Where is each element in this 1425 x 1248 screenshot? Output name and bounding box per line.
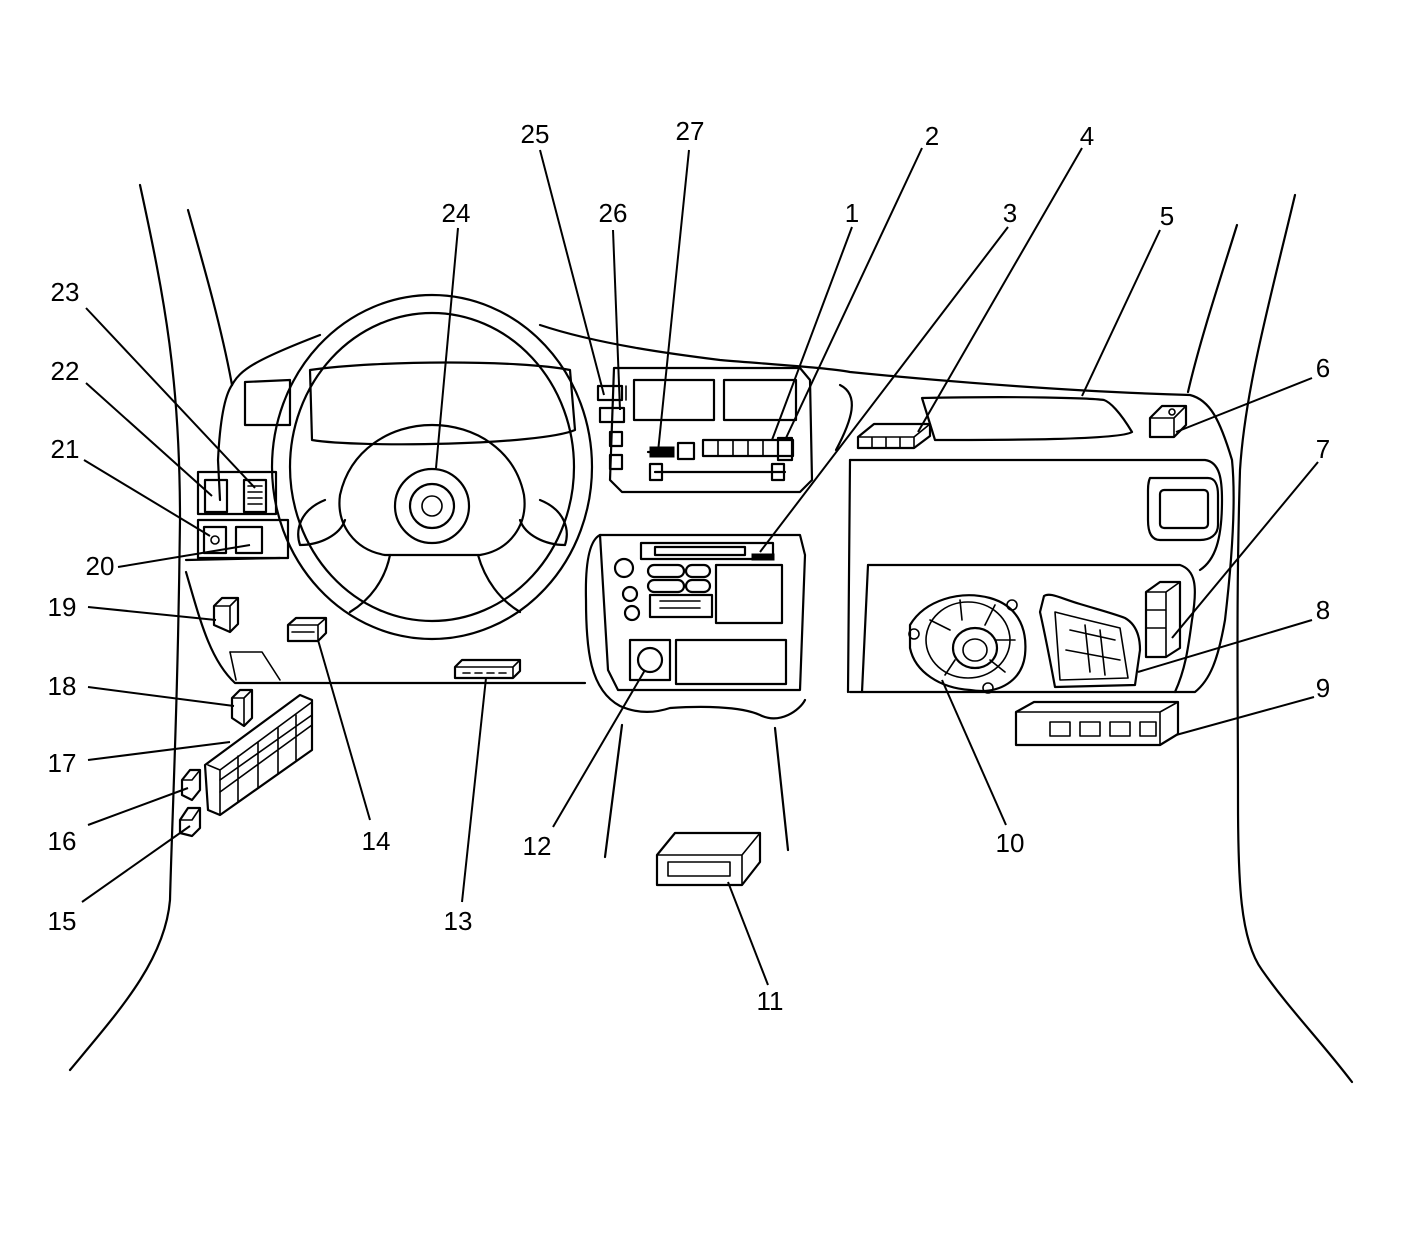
callout-5: 5 [1160, 201, 1174, 231]
callout-26: 26 [599, 198, 628, 228]
callout-27: 27 [676, 116, 705, 146]
component-9-control-module [1014, 700, 1180, 747]
component-11-module [655, 831, 762, 887]
center-stack [584, 366, 814, 720]
callout-23: 23 [51, 277, 80, 307]
steering-wheel [270, 293, 594, 641]
instrument-cluster [243, 361, 577, 446]
right-a-pillar [1186, 193, 1354, 1084]
component-19-relay [212, 596, 240, 634]
component-4-relay-strip [856, 422, 932, 450]
callout-6: 6 [1316, 353, 1330, 383]
callout-13: 13 [444, 906, 473, 936]
component-7-module [1144, 580, 1182, 659]
dashboard-upper-surface [184, 323, 1235, 694]
left-switch-bank [184, 470, 290, 562]
component-14-connector [286, 616, 328, 643]
callout-7: 7 [1316, 434, 1330, 464]
callout-18: 18 [48, 671, 77, 701]
callout-11: 11 [757, 986, 784, 1016]
component-17-fuse-block [203, 693, 314, 817]
callout-2: 2 [925, 121, 939, 151]
center-console [603, 723, 790, 859]
callout-17: 17 [48, 748, 77, 778]
callout-10: 10 [996, 828, 1025, 858]
callout-16: 16 [48, 826, 77, 856]
component-13-connector [453, 658, 522, 680]
callout-19: 19 [48, 592, 77, 622]
callout-12: 12 [523, 831, 552, 861]
component-6-sensor [1148, 404, 1188, 439]
leader-lines [81, 147, 1319, 986]
component-8-hvac-module [1038, 593, 1142, 689]
callout-20: 20 [86, 551, 115, 581]
callout-9: 9 [1316, 673, 1330, 703]
callout-1: 1 [845, 198, 859, 228]
passenger-dash [846, 396, 1224, 694]
callout-25: 25 [521, 119, 550, 149]
left-a-pillar [68, 183, 234, 1072]
component-18-relay [230, 688, 254, 728]
callout-15: 15 [48, 906, 77, 936]
callout-4: 4 [1080, 121, 1094, 151]
callout-21: 21 [51, 434, 80, 464]
callout-labels: 1 2 3 4 5 6 7 8 9 10 11 12 13 14 15 16 1… [48, 116, 1331, 1016]
callout-8: 8 [1316, 595, 1330, 625]
callout-3: 3 [1003, 198, 1017, 228]
component-10-blower-motor [908, 594, 1027, 694]
callout-14: 14 [362, 826, 391, 856]
callout-24: 24 [442, 198, 471, 228]
callout-22: 22 [51, 356, 80, 386]
component-25-26-switches [596, 384, 627, 471]
component-16-relay [180, 768, 202, 802]
